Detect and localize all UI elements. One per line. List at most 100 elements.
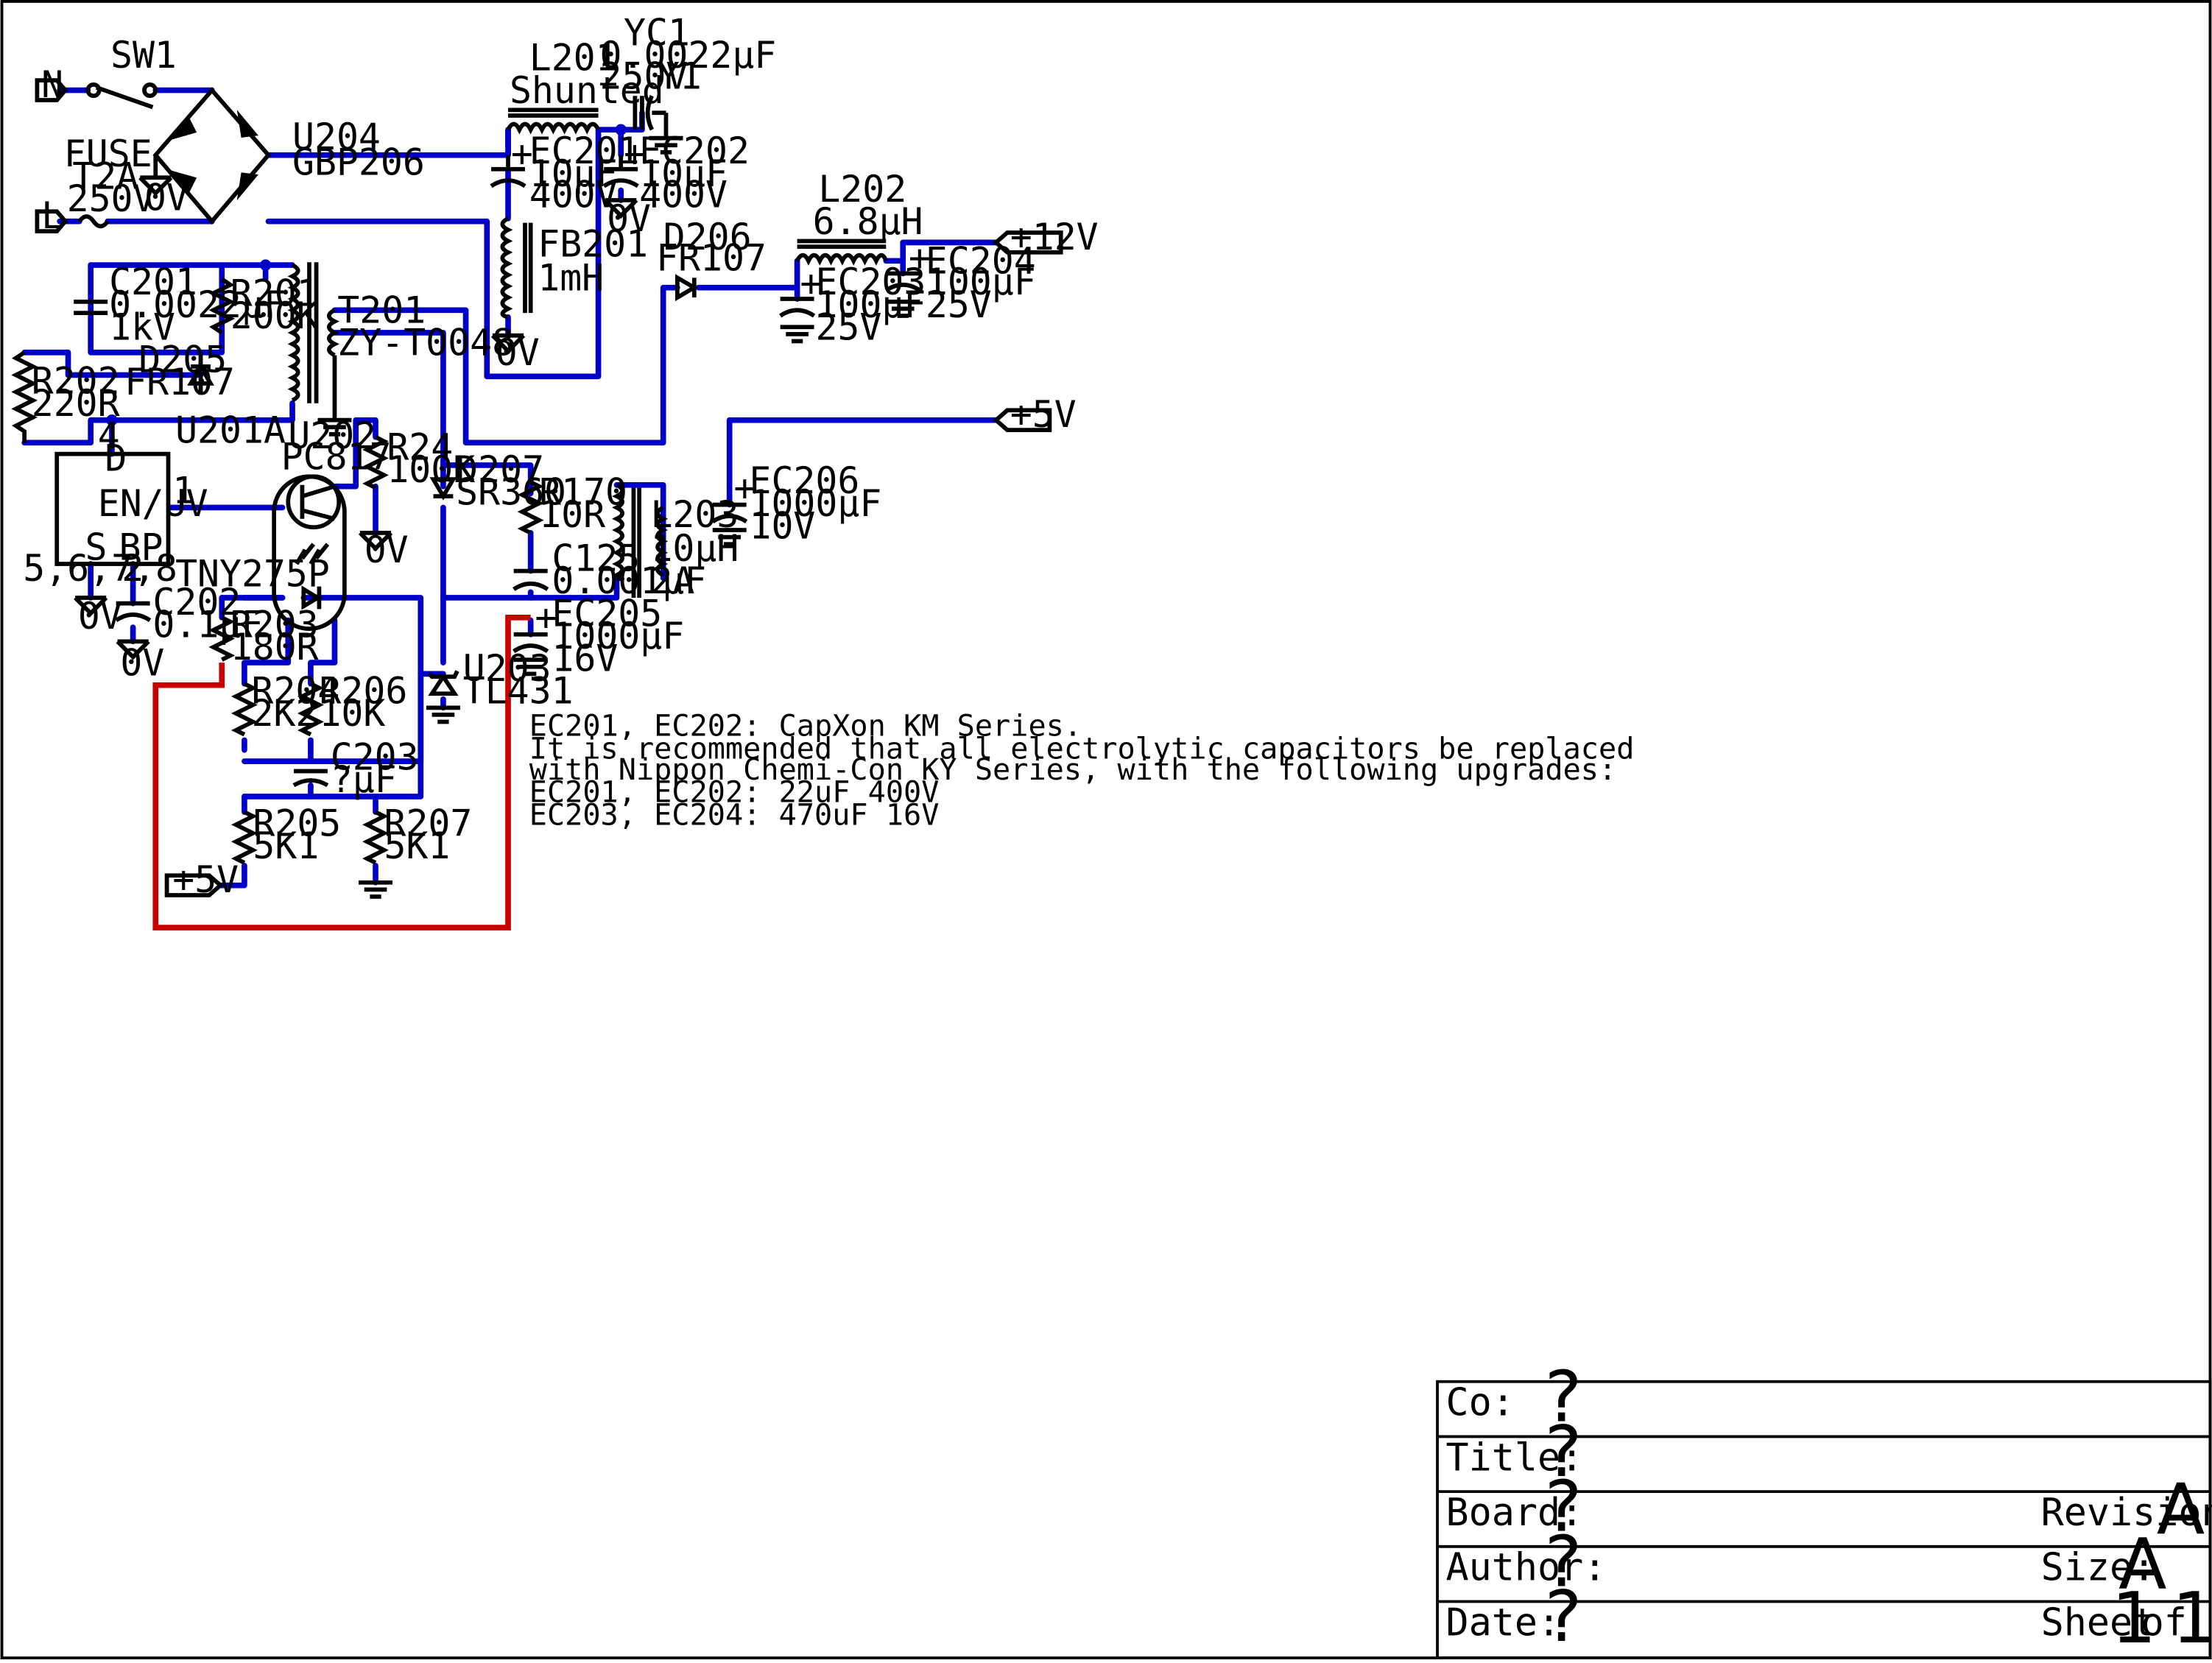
sheet-value: 1 <box>2111 1577 2156 1659</box>
l203-value-label: 10µH <box>650 527 739 570</box>
gnd-u201-label: 0V <box>78 595 122 638</box>
ec203-value-label: 100µF <box>816 283 926 326</box>
r170-value-label: 10R <box>539 493 605 536</box>
note-line-2: It is recommended that all electrolytic … <box>529 732 1635 766</box>
revision-value: A <box>2157 1469 2205 1551</box>
u201-pinnum-2: 2 <box>121 547 144 590</box>
port-5v-b-label: +5V <box>172 858 239 901</box>
u201-pin-bp: BP <box>119 526 163 568</box>
c201-label: C201 <box>109 261 197 303</box>
ec201-plus: + <box>511 133 533 175</box>
title-value: ? <box>1545 1410 1582 1493</box>
ec205-plus: + <box>535 596 557 639</box>
r204-label: R204 <box>251 670 339 713</box>
gnd-c202-label: 0V <box>120 641 164 684</box>
date-value: ? <box>1545 1575 1582 1658</box>
d206-part-label: FR107 <box>656 237 767 280</box>
t201-part-label: ZY-T0048 <box>337 322 514 364</box>
c202-label: C202 <box>152 581 241 624</box>
r207-value-label: 5K1 <box>384 825 451 867</box>
ec202-value-label: 10µF <box>639 152 728 195</box>
ec205-voltage-label: 16V <box>552 638 618 680</box>
r203-label: R203 <box>230 604 319 646</box>
ec201-voltage-label: 400V <box>529 174 618 216</box>
u201-pinnum-s: 5,6,7,8 <box>23 547 177 590</box>
title-label: Title: <box>1446 1436 1584 1480</box>
c125-value-label: 0.001µF <box>552 559 706 602</box>
u203-label: U203 <box>463 647 552 690</box>
r24-value-label: 100K <box>387 448 475 491</box>
fuse-voltage-label: 250V <box>67 177 155 220</box>
note-line-4: EC201, EC202: 22uF 400V <box>529 776 940 810</box>
ec206-plus: + <box>733 467 755 509</box>
note-line-3: with Nippon Chemi-Con KY Series, with th… <box>529 753 1616 787</box>
c203-label: C203 <box>331 736 419 779</box>
ec206-value-label: 1000µF <box>749 482 881 525</box>
gnd-ec202-label: 0V <box>607 197 651 240</box>
r206-value-label: 10K <box>319 692 385 735</box>
r205-value-label: 5K1 <box>253 825 319 867</box>
of-value: 1 <box>2172 1577 2212 1659</box>
u201-pin-s: S <box>85 526 108 568</box>
title-block: Co: ? Title: ? Board: ? Revision: A Auth… <box>1436 1355 2212 1659</box>
ec202-label: EC202 <box>639 130 750 172</box>
c201-value-label: 0.0022µF <box>109 283 286 326</box>
junction-dots <box>106 124 627 426</box>
l203-label: L203 <box>650 493 739 536</box>
ec201-value-label: 10µF <box>529 152 618 195</box>
ec203-plus: + <box>800 262 822 305</box>
u201-pin-en: EN/UV <box>98 482 208 525</box>
component-labels: N L SW1 FUSE T2A 250V 0V U204 GBP206 L20… <box>23 11 1098 901</box>
size-label: Size: <box>2041 1546 2156 1590</box>
author-label: Author: <box>1446 1546 1607 1590</box>
u201-part-label: TNY275P <box>175 553 330 596</box>
r170-label: R170 <box>539 471 627 514</box>
yc1-label: YC1 <box>624 11 690 54</box>
ec204-plus: + <box>909 237 931 280</box>
u204-label: U204 <box>292 116 381 158</box>
wires <box>21 87 999 889</box>
c202-value-label: 0.1µF <box>152 604 263 646</box>
r202-label: R202 <box>32 359 120 402</box>
l201-label: L201 <box>529 37 618 80</box>
design-notes: EC201, EC202: CapXon KM Series. It is re… <box>529 710 1635 833</box>
of-label: of <box>2141 1600 2187 1645</box>
ec205-label: EC205 <box>552 592 662 635</box>
date-label: Date: <box>1446 1600 1561 1645</box>
r202-value-label: 220R <box>32 382 120 425</box>
board-label: Board: <box>1446 1491 1584 1535</box>
c201-voltage-label: 1kV <box>109 306 175 349</box>
ec203-voltage-label: 25V <box>816 306 882 349</box>
d207-label: D207 <box>456 448 544 491</box>
ec204-label: EC204 <box>926 240 1036 283</box>
fuse-label: FUSE <box>64 133 152 175</box>
author-value: ? <box>1545 1520 1582 1603</box>
c203-value-label: ?µF <box>331 758 397 801</box>
d207-part-label: SR360 <box>456 471 566 514</box>
yc1-value-label: 0.0022µF <box>600 34 777 77</box>
r207-label: R207 <box>384 802 473 845</box>
port-5v-label: +5V <box>1010 393 1077 436</box>
u202-part-label: PC817 <box>281 436 392 479</box>
board-value: ? <box>1545 1466 1582 1548</box>
fb201-value-label: 1mH <box>538 256 604 299</box>
port-n-label: N <box>41 63 63 106</box>
u204-part-label: GBP206 <box>292 141 425 183</box>
co-label: Co: <box>1446 1381 1515 1425</box>
port-12v-label: +12V <box>1010 216 1099 258</box>
gnd-r24-label: 0V <box>364 529 409 571</box>
u201-pin-d: D <box>105 437 127 480</box>
u202-label: U202 <box>288 414 376 457</box>
highlight-wire <box>152 614 531 931</box>
ec202-voltage-label: 400V <box>639 174 728 216</box>
r201-label: R201 <box>230 272 319 315</box>
sw1-label: SW1 <box>110 34 177 77</box>
ec202-plus: + <box>624 133 646 175</box>
fb201-label: FB201 <box>538 223 648 266</box>
r24-label: R24 <box>387 426 453 468</box>
u201-pinnum-1: 1 <box>172 470 194 512</box>
ec205-value-label: 1000µF <box>552 615 684 657</box>
